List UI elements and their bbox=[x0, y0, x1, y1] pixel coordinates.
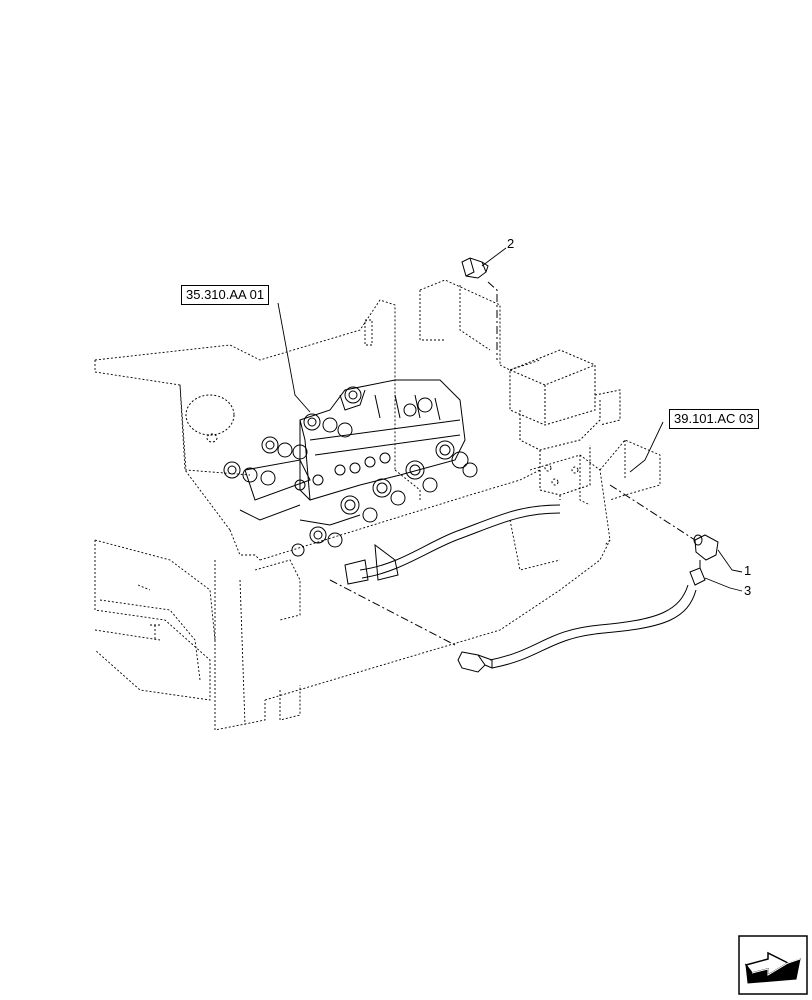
part-3-hose bbox=[457, 567, 706, 673]
frame-boss bbox=[185, 394, 235, 443]
part-2-switch bbox=[461, 257, 489, 279]
part-1-fitting bbox=[693, 534, 719, 561]
valve-reference-label[interactable]: 35.310.AA 01 bbox=[181, 285, 270, 305]
callout-item-3: 3 bbox=[744, 583, 752, 598]
valve-hose bbox=[344, 504, 561, 585]
next-page-arrow-icon[interactable] bbox=[738, 935, 808, 995]
assembly-lines bbox=[329, 281, 701, 646]
solenoid-block bbox=[509, 349, 621, 500]
frame-reference-label[interactable]: 39.101.AC 03 bbox=[669, 409, 759, 429]
leader-lines bbox=[277, 247, 743, 592]
callout-item-2: 2 bbox=[507, 236, 515, 251]
chassis-frame bbox=[94, 279, 661, 731]
callout-item-1: 1 bbox=[744, 563, 752, 578]
control-valve-bank bbox=[239, 379, 466, 526]
valve-fittings bbox=[223, 386, 478, 557]
